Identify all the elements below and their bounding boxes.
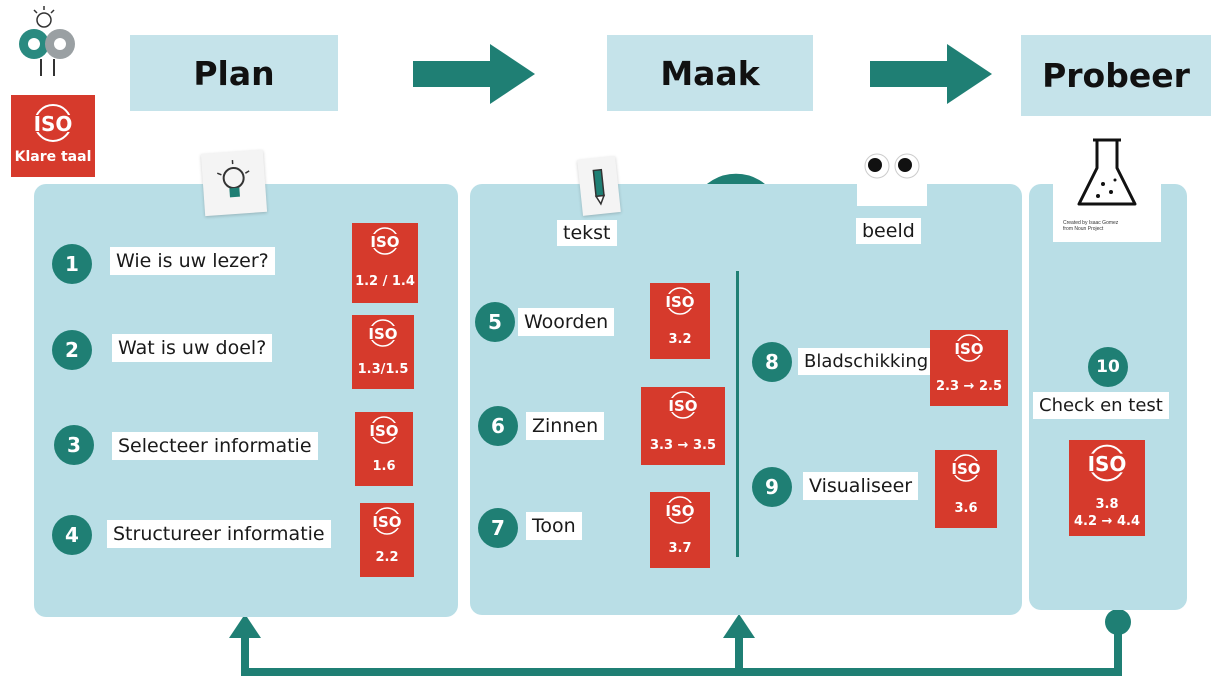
iso-code: 3.2	[668, 332, 692, 347]
iso-badge-4: ISO 2.2	[360, 503, 414, 577]
step-10-label: Check en test	[1033, 392, 1169, 419]
feedback-start-dot	[1105, 609, 1131, 635]
svg-text:ISO: ISO	[1088, 452, 1127, 476]
svg-text:ISO: ISO	[369, 422, 398, 440]
flask-card: Created by Isaac Gomez from Noun Project	[1053, 134, 1161, 242]
svg-text:ISO: ISO	[668, 397, 697, 415]
iso-globe-icon: ISO	[661, 287, 699, 315]
iso-logo-text: ISO	[34, 112, 73, 136]
iso-globe-icon: ISO	[664, 391, 702, 419]
iso-code: 3.6	[954, 501, 978, 516]
step-1-number: 1	[52, 244, 92, 284]
header-maak: Maak	[607, 35, 813, 111]
iso-badge-3: ISO 1.6	[355, 412, 413, 486]
svg-text:ISO: ISO	[665, 502, 694, 520]
iso-globe-icon: ISO	[1081, 444, 1133, 482]
maak-divider	[736, 271, 739, 557]
iso-globe-icon: ISO	[947, 454, 985, 482]
iso-code-line2: 4.2 → 4.4	[1073, 514, 1140, 529]
step-7-number: 7	[478, 508, 518, 548]
iso-code-line1: 3.8	[1095, 497, 1119, 512]
iso-klare-taal-logo: ISO Klare taal	[11, 95, 95, 177]
iso-badge-5: ISO 3.2	[650, 283, 710, 359]
iso-code: 3.7	[668, 541, 692, 556]
iso-globe-icon: ISO	[364, 319, 402, 347]
iso-badge-9: ISO 3.6	[935, 450, 997, 528]
step-2-label: Wat is uw doel?	[112, 334, 273, 362]
eyes-icon	[864, 153, 920, 179]
tekst-label: tekst	[557, 220, 617, 246]
iso-globe-icon: ISO	[950, 334, 988, 362]
header-probeer: Probeer	[1021, 35, 1211, 116]
step-6-label: Zinnen	[526, 412, 605, 440]
iso-code: 3.3 → 3.5	[649, 438, 716, 453]
flask-credit-2: from Noun Project	[1063, 226, 1104, 232]
feedback-loop	[241, 625, 1122, 676]
step-4-number: 4	[52, 515, 92, 555]
pencil-card	[577, 156, 621, 216]
iso-badge-10: ISO 3.8 4.2 → 4.4	[1069, 440, 1145, 536]
step-8-label: Bladschikking	[798, 348, 935, 375]
iso-badge-6: ISO 3.3 → 3.5	[641, 387, 725, 465]
eyes-card	[857, 150, 927, 206]
lightbulb-icon	[216, 160, 250, 198]
iso-badge-1: ISO 1.2 / 1.4	[352, 223, 418, 303]
svg-text:ISO: ISO	[951, 460, 980, 478]
iso-badge-2: ISO 1.3/1.5	[352, 315, 414, 389]
step-2-number: 2	[52, 330, 92, 370]
step-1-label: Wie is uw lezer?	[110, 247, 275, 275]
flask-icon	[1077, 138, 1137, 206]
iso-globe-icon: ISO	[661, 496, 699, 524]
iso-badge-7: ISO 3.7	[650, 492, 710, 568]
iso-globe-icon: ISO	[366, 227, 404, 255]
feedback-arrow-plan	[229, 614, 261, 638]
step-9-label: Visualiseer	[803, 472, 919, 500]
step-9-number: 9	[752, 467, 792, 507]
step-7-label: Toon	[526, 512, 582, 540]
step-8-number: 8	[752, 342, 792, 382]
mascot-logo	[14, 4, 84, 84]
feedback-arrow-maak	[723, 614, 755, 638]
lightbulb-card	[200, 149, 268, 217]
iso-code: 1.6	[372, 459, 396, 474]
step-6-number: 6	[478, 406, 518, 446]
header-plan: Plan	[130, 35, 338, 111]
step-5-number: 5	[475, 302, 515, 342]
pencil-icon	[592, 168, 606, 206]
svg-text:ISO: ISO	[954, 340, 983, 358]
svg-text:ISO: ISO	[368, 325, 397, 343]
klare-taal-label: Klare taal	[14, 149, 92, 165]
iso-code: 1.2 / 1.4	[355, 274, 415, 289]
iso-globe-icon: ISO	[365, 416, 403, 444]
step-3-label: Selecteer informatie	[112, 432, 318, 460]
step-5-label: Woorden	[518, 308, 615, 336]
step-3-number: 3	[54, 425, 94, 465]
iso-globe-icon: ISO	[368, 507, 406, 535]
beeld-label: beeld	[856, 218, 921, 244]
svg-text:ISO: ISO	[370, 233, 399, 251]
iso-code: 2.3 → 2.5	[935, 379, 1002, 394]
step-10-number: 10	[1088, 347, 1128, 387]
arrow-plan-to-maak	[413, 44, 535, 104]
arrow-maak-to-probeer	[870, 44, 992, 104]
svg-text:ISO: ISO	[665, 293, 694, 311]
iso-globe-icon: ISO	[30, 104, 76, 142]
iso-code: 2.2	[375, 550, 399, 565]
step-4-label: Structureer informatie	[107, 520, 331, 548]
svg-text:ISO: ISO	[372, 513, 401, 531]
iso-badge-8: ISO 2.3 → 2.5	[930, 330, 1008, 406]
flask-credit-1: Created by Isaac Gomez	[1063, 220, 1119, 226]
iso-code: 1.3/1.5	[357, 362, 409, 377]
mascot-icon	[19, 6, 75, 76]
